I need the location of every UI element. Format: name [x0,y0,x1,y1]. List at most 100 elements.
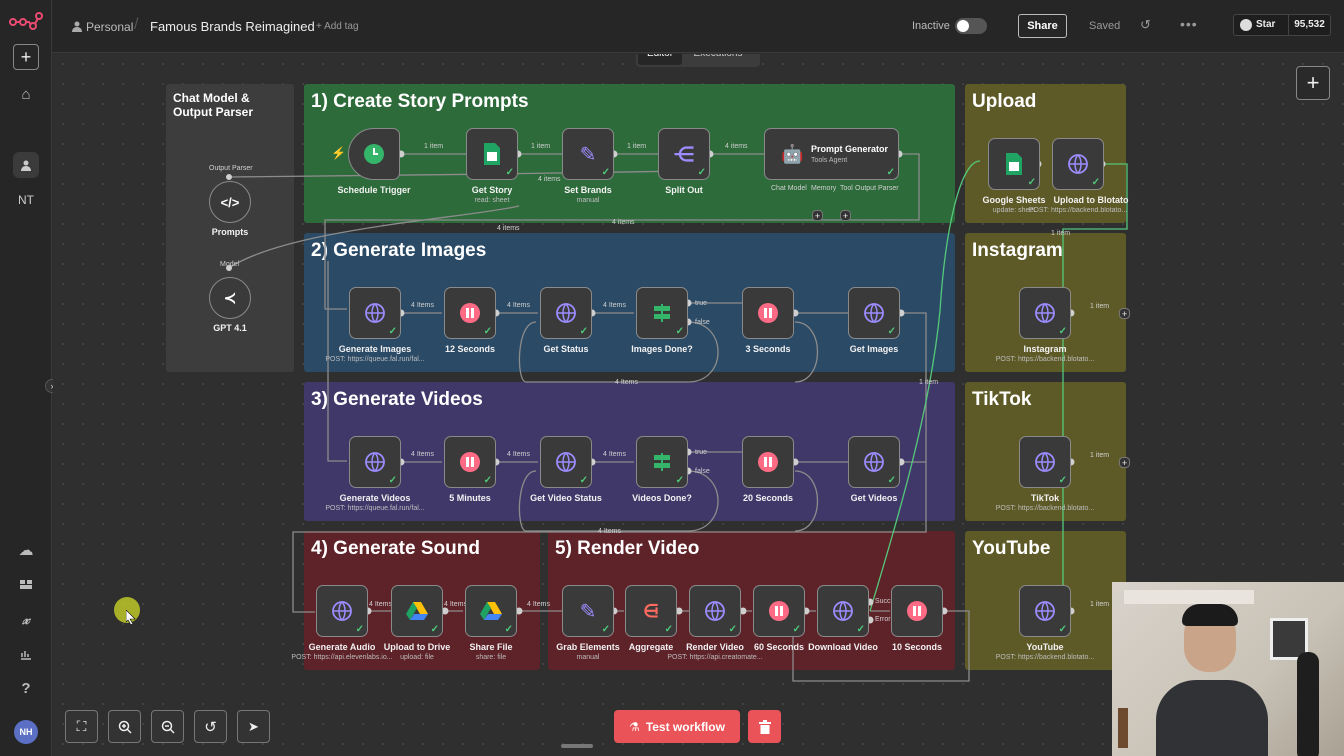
node-label: Videos Done? [632,493,692,503]
add-connection-icon[interactable]: + [1119,457,1130,468]
github-star-button[interactable]: Star [1233,14,1289,36]
render-video-node[interactable]: ✓ [689,585,741,637]
gpt-model-node[interactable]: ≺ [209,277,251,319]
add-memory-icon[interactable]: + [812,210,823,221]
branch-error-label: Error [875,616,891,623]
download-video-node[interactable]: ✓ [817,585,869,637]
active-toggle[interactable] [955,18,987,34]
section-title: 2) Generate Images [311,240,487,261]
zoom-in-icon[interactable] [108,710,141,743]
tab-editor[interactable]: Editor [638,54,682,65]
google-sheets-update-node[interactable]: ✓ [988,138,1040,190]
node-label: Get Status [543,344,589,354]
add-connection-icon[interactable]: + [1119,308,1130,319]
avatar[interactable]: NH [14,720,38,744]
videos-done-if-node[interactable]: ✓ [636,436,688,488]
grab-elements-node[interactable]: ✎✓ [562,585,614,637]
home-icon[interactable]: ⌂ [21,85,31,103]
prompt-generator-node[interactable]: 🤖 Prompt Generator Tools Agent ✓ [764,128,899,180]
globe-icon [705,601,725,621]
share-button[interactable]: Share [1018,14,1067,38]
pause-icon [758,452,778,472]
node-label: Generate Videos [339,493,411,503]
wait-12-seconds-node[interactable]: ✓ [444,287,496,339]
history-icon[interactable]: ↺ [1140,17,1151,32]
get-images-node[interactable]: ✓ [848,287,900,339]
upload-to-blotato-node[interactable]: ✓ [1052,138,1104,190]
aggregate-node[interactable]: ⋳✓ [625,585,677,637]
sticky-generate-videos: 3) Generate Videos [304,382,955,521]
node-subtitle: update: sheet [992,207,1036,214]
set-brands-node[interactable]: ✎✓ [562,128,614,180]
port-label: Chat Model [771,185,807,192]
schedule-trigger-node[interactable] [348,128,400,180]
wait-60-seconds-node[interactable]: ✓ [753,585,805,637]
node-subtitle: Tools Agent [811,157,848,164]
add-node-button[interactable]: + [1296,66,1330,100]
node-subtitle: read: sheet [474,197,510,204]
fit-view-icon[interactable]: ⛶ [65,710,98,743]
connection-label: 4 items [538,176,561,183]
upload-to-drive-node[interactable]: ✓ [391,585,443,637]
delete-execution-button[interactable] [748,710,781,743]
openai-icon: ≺ [223,290,237,307]
connection-label: 1 item [919,379,939,386]
if-signpost-icon [654,304,670,322]
generate-audio-node[interactable]: ✓ [316,585,368,637]
generate-videos-node[interactable]: ✓ [349,436,401,488]
wait-5-minutes-node[interactable]: ✓ [444,436,496,488]
more-options-icon[interactable]: ••• [1180,16,1198,32]
aggregate-icon: ⋳ [643,600,659,621]
instagram-post-node[interactable]: ✓ [1019,287,1071,339]
connection-label: 4 items [497,225,520,232]
microphone [1297,652,1319,756]
n8n-logo-icon[interactable] [9,12,43,32]
wait-3-seconds-node[interactable] [742,287,794,339]
globe-icon [1035,303,1055,323]
wait-20-seconds-node[interactable] [742,436,794,488]
tab-executions[interactable]: Executions [682,54,754,65]
test-workflow-button[interactable]: ⚗ Test workflow [614,710,740,743]
add-tool-icon[interactable]: + [840,210,851,221]
templates-icon[interactable] [13,571,39,597]
node-label: TikTok [1030,493,1060,503]
get-story-node[interactable]: ✓ [466,128,518,180]
images-done-if-node[interactable]: ✓ [636,287,688,339]
get-videos-node[interactable]: ✓ [848,436,900,488]
panel-handle[interactable] [561,744,593,748]
room-shelf [1124,590,1254,604]
branch-success-label: Succ [875,598,891,605]
share-file-node[interactable]: ✓ [465,585,517,637]
add-icon[interactable]: + [13,44,39,70]
reset-zoom-icon[interactable]: ↺ [194,710,227,743]
generate-images-node[interactable]: ✓ [349,287,401,339]
youtube-post-node[interactable]: ✓ [1019,585,1071,637]
star-count[interactable]: 95,532 [1289,14,1331,36]
get-status-node[interactable]: ✓ [540,287,592,339]
get-video-status-node[interactable]: ✓ [540,436,592,488]
node-label: 60 Seconds [753,642,805,652]
split-out-node[interactable]: ⋲✓ [658,128,710,180]
prompts-parser-node[interactable]: </> [209,181,251,223]
clock-icon [364,144,384,164]
wait-10-seconds-node[interactable] [891,585,943,637]
add-tag-link[interactable]: + Add tag [316,21,359,32]
help-icon[interactable]: ? [21,679,31,697]
project-initials[interactable]: NT [18,193,34,207]
variables-icon[interactable]: 𝓍 [22,610,30,628]
breadcrumb-project[interactable]: Personal [86,20,134,34]
workflow-name[interactable]: Famous Brands Reimagined [150,19,315,34]
user-icon[interactable] [13,152,39,178]
cloud-icon[interactable]: ☁ [18,542,34,559]
insights-icon[interactable] [13,641,39,667]
robot-icon: 🤖 [781,144,804,164]
sheets-icon [484,143,500,165]
zoom-out-icon[interactable] [151,710,184,743]
workflow-canvas[interactable]: Editor Executions + Chat Model & Output … [53,54,1344,756]
node-label: Upload to Blotato [1053,195,1129,205]
connection-label: 1 item [1090,601,1110,608]
globe-icon [1068,154,1088,174]
tidy-up-icon[interactable]: ➤ [237,710,270,743]
connection-label: 4 items [725,143,748,150]
tiktok-post-node[interactable]: ✓ [1019,436,1071,488]
